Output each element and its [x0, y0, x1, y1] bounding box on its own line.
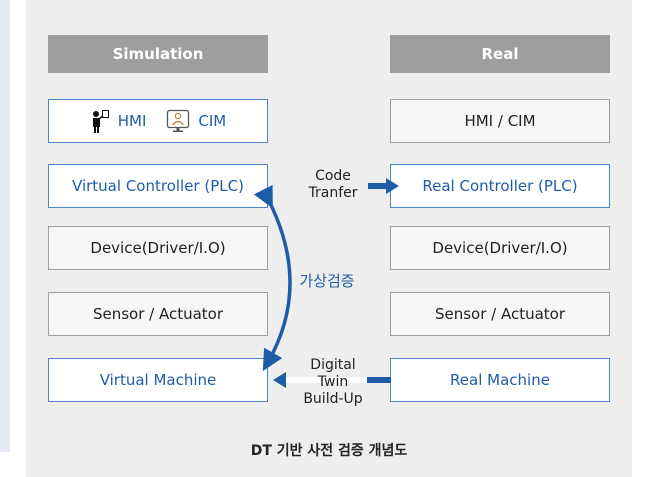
- simulation-header: Simulation: [48, 35, 268, 73]
- sim-hmi-cim-box: HMI CIM: [48, 99, 268, 143]
- code-transfer-line2: Tranfer: [308, 185, 358, 201]
- virtual-controller-box: Virtual Controller (PLC): [48, 164, 268, 208]
- sim-hmi-label: HMI: [117, 112, 147, 130]
- digital-twin-label: Digital Twin Build-Up: [298, 357, 368, 408]
- real-sensor-box: Sensor / Actuator: [390, 292, 610, 336]
- real-controller-box: Real Controller (PLC): [390, 164, 610, 208]
- sim-cim-label: CIM: [198, 112, 227, 130]
- presenter-icon: [90, 109, 110, 133]
- diagram-caption: DT 기반 사전 검증 개념도: [250, 443, 408, 459]
- digital-twin-line1: Digital: [310, 357, 356, 373]
- digital-twin-arrow: [273, 372, 391, 388]
- operator-monitor-icon: [166, 109, 190, 133]
- code-transfer-line1: Code: [315, 168, 351, 184]
- real-hmi-cim-box: HMI / CIM: [390, 99, 610, 143]
- code-transfer-label: Code Tranfer: [298, 168, 368, 202]
- code-transfer-arrow: [368, 178, 399, 194]
- real-machine-box: Real Machine: [390, 358, 610, 402]
- digital-twin-line2: Twin: [317, 374, 349, 390]
- virtual-machine-box: Virtual Machine: [48, 358, 268, 402]
- left-accent-strip: [0, 0, 10, 452]
- virtual-verification-arrow: [253, 184, 292, 372]
- virtual-verification-label: 가상검증: [299, 272, 355, 290]
- real-device-box: Device(Driver/I.O): [390, 226, 610, 270]
- sim-device-box: Device(Driver/I.O): [48, 226, 268, 270]
- sim-sensor-box: Sensor / Actuator: [48, 292, 268, 336]
- digital-twin-line3: Build-Up: [303, 391, 363, 407]
- real-header: Real: [390, 35, 610, 73]
